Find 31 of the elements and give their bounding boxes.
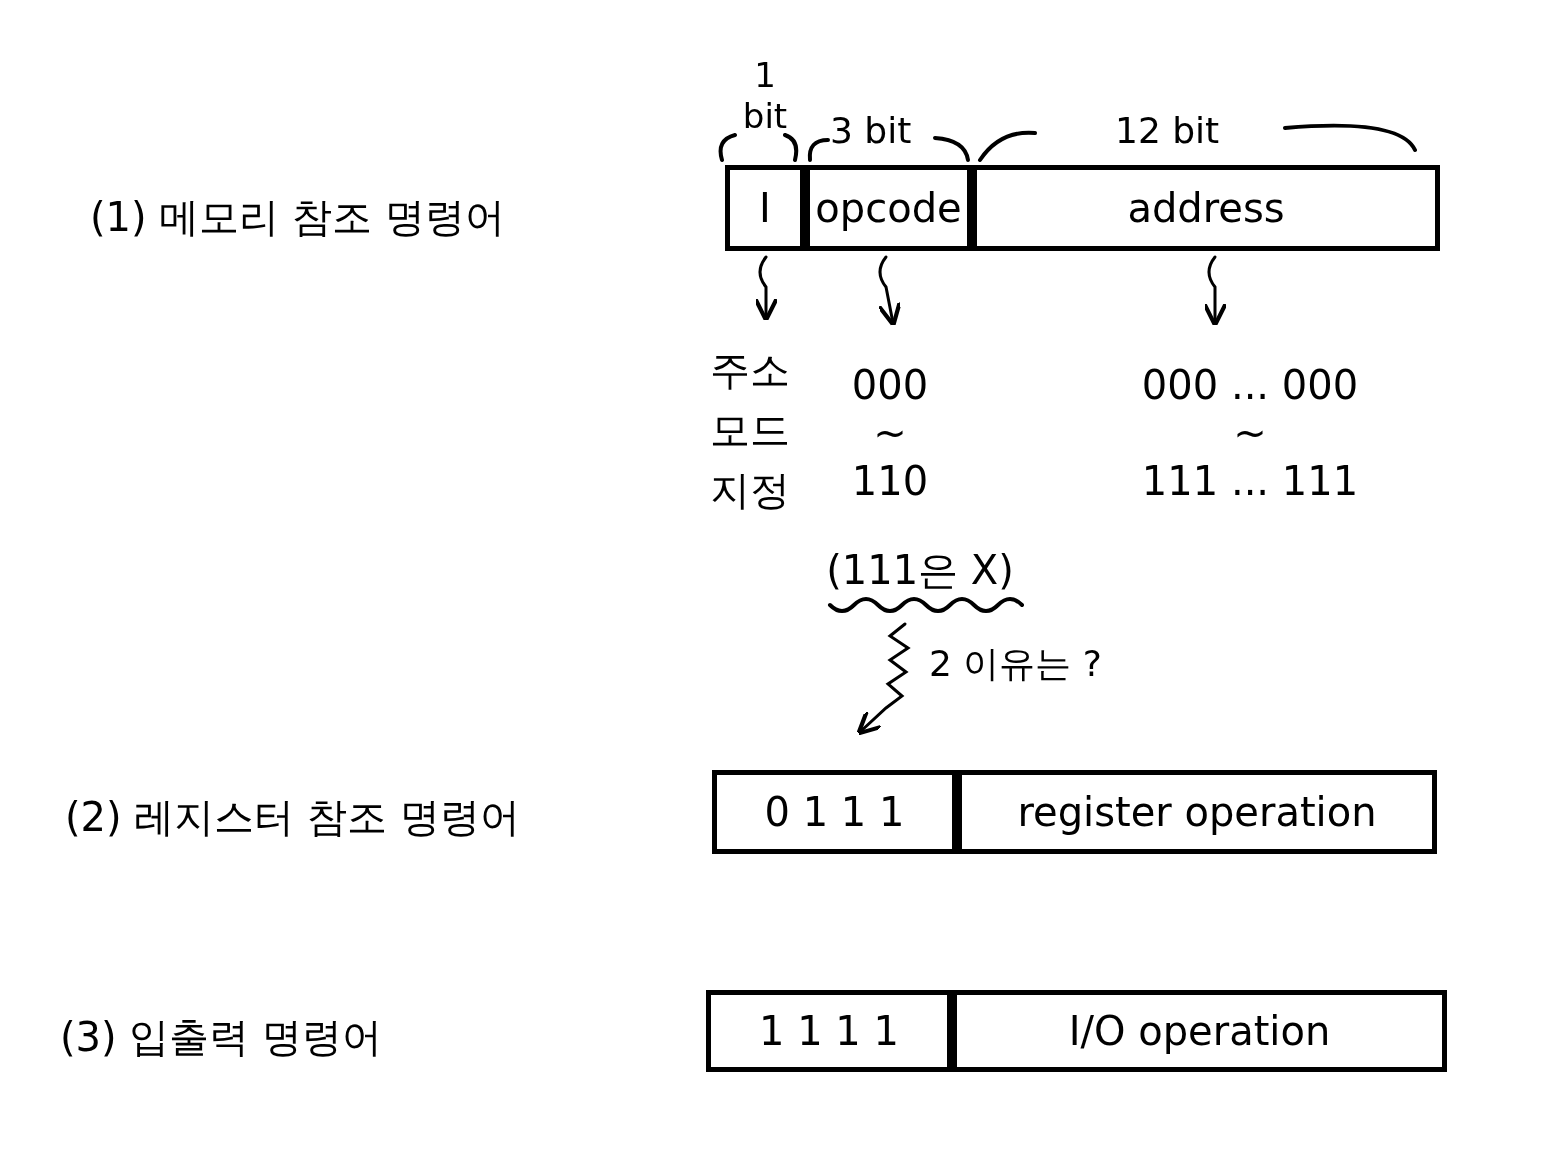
arrow xyxy=(877,255,902,328)
annotation-text: ~ xyxy=(873,408,907,457)
instruction-field xyxy=(957,770,1437,854)
annotation-text: 000 xyxy=(851,360,929,409)
instruction-field xyxy=(725,165,805,251)
annotation-text: 000 ... 000 xyxy=(1141,360,1359,409)
instruction-field xyxy=(706,990,952,1072)
field-label: I xyxy=(759,184,771,232)
bit-width-label: 3 bit xyxy=(830,110,912,151)
arrow xyxy=(856,622,911,736)
section-heading: (3) 입출력 명령어 xyxy=(60,1013,383,1062)
field-label: 0 1 1 1 xyxy=(764,788,905,836)
bit-width-label: 1 bit xyxy=(741,55,789,137)
field-label: 1 1 1 1 xyxy=(759,1007,899,1055)
instruction-field xyxy=(972,165,1440,251)
annotation-text: (111은 X) xyxy=(826,546,1014,594)
field-label: address xyxy=(1127,184,1285,232)
annotation-text: ~ xyxy=(1233,408,1267,457)
field-label: register operation xyxy=(1017,788,1377,836)
bit-width-label: 12 bit xyxy=(1115,110,1220,151)
field-label: opcode xyxy=(815,184,962,232)
annotation-text: 주소 모드 지정 xyxy=(709,346,791,515)
annotation-text: 110 xyxy=(851,456,929,505)
annotation-text: 111 ... 111 xyxy=(1141,456,1359,505)
section-heading: (1) 메모리 참조 명령어 xyxy=(90,193,505,242)
arrow xyxy=(1202,255,1228,328)
instruction-field xyxy=(952,990,1447,1072)
instruction-field xyxy=(712,770,957,854)
arrow xyxy=(753,255,779,323)
field-label: I/O operation xyxy=(1068,1007,1331,1055)
section-heading: (2) 레지스터 참조 명령어 xyxy=(65,793,520,842)
